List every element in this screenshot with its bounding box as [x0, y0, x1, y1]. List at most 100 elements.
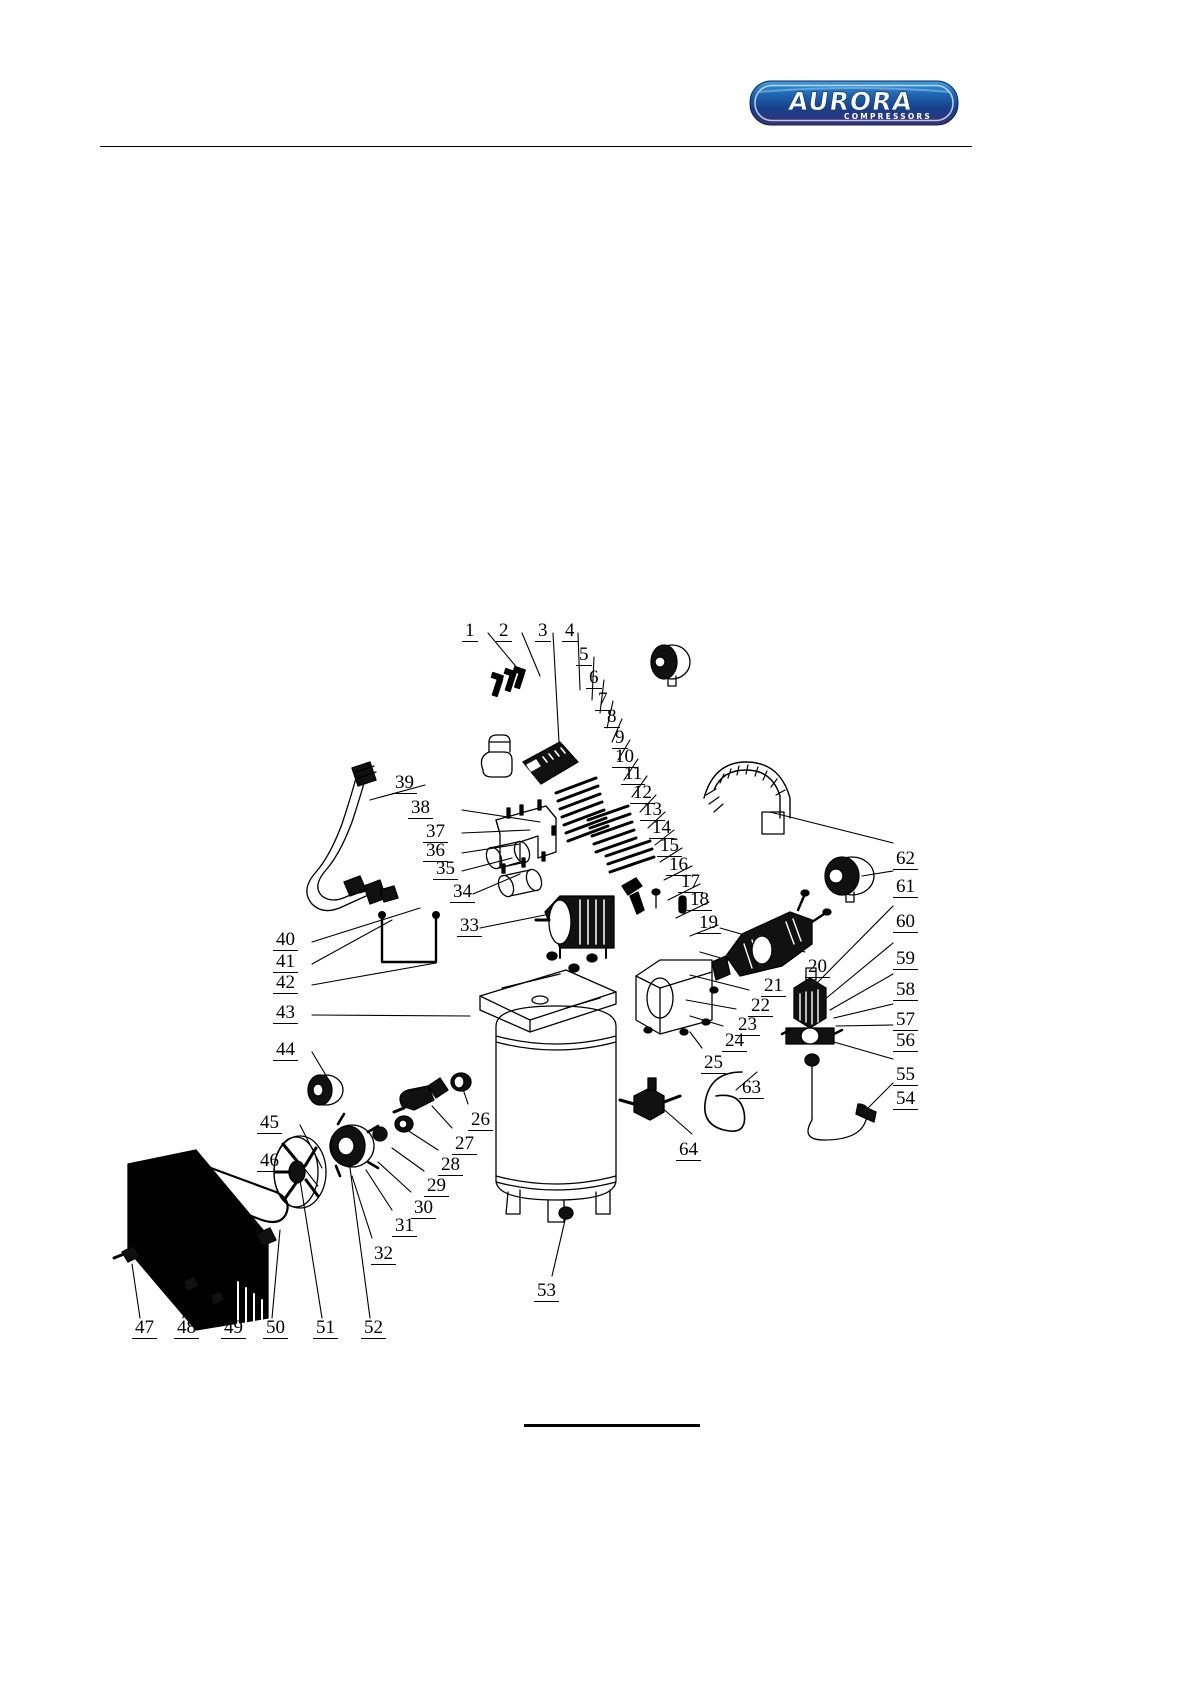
- callout-49: 49: [221, 1318, 246, 1339]
- callout-5: 5: [576, 645, 592, 666]
- callout-64: 64: [676, 1140, 701, 1161]
- callout-2: 2: [496, 621, 512, 642]
- part-elbow-fitting: [480, 734, 513, 778]
- callout-34: 34: [450, 882, 475, 903]
- part-ball-valve: [618, 1077, 682, 1121]
- part-coiled-hose: [704, 1071, 746, 1132]
- part-aftercooler: [127, 1149, 277, 1339]
- callout-35: 35: [433, 859, 458, 880]
- part-pump-body: [635, 959, 719, 1036]
- callout-47: 47: [132, 1318, 157, 1339]
- callout-9: 9: [612, 728, 628, 749]
- part-pressure-switch: [780, 967, 844, 1121]
- brand-wordmark: AURORA: [787, 87, 915, 116]
- callout-25: 25: [701, 1053, 726, 1074]
- part-pin-17: [651, 888, 661, 909]
- callout-3: 3: [535, 621, 551, 642]
- callout-17: 17: [678, 872, 703, 893]
- callout-38: 38: [408, 798, 433, 819]
- part-cooling-fins: [554, 776, 610, 843]
- part-washer-28: [394, 1115, 414, 1133]
- callout-53: 53: [534, 1281, 559, 1302]
- part-round-cover: [824, 856, 875, 903]
- callout-10: 10: [612, 747, 637, 768]
- callout-1: 1: [462, 621, 478, 642]
- callout-48: 48: [174, 1318, 199, 1339]
- part-bolt-group: [490, 665, 526, 698]
- callout-4: 4: [562, 621, 578, 642]
- part-cylinder-sleeve-a: [485, 840, 531, 870]
- part-crank-assembly: [711, 889, 832, 981]
- callout-39: 39: [392, 773, 417, 794]
- callout-23: 23: [735, 1015, 760, 1036]
- callout-42: 42: [273, 973, 298, 994]
- callout-28: 28: [438, 1155, 463, 1176]
- part-nut-29: [372, 1126, 388, 1142]
- callout-6: 6: [586, 668, 602, 689]
- part-small-fitting: [379, 885, 399, 903]
- callout-22: 22: [748, 996, 773, 1017]
- part-air-filter-top: [650, 644, 691, 687]
- callout-26: 26: [468, 1110, 493, 1131]
- callout-50: 50: [263, 1318, 288, 1339]
- part-tank-mounting-plate: [479, 969, 617, 1033]
- part-nut-26: [450, 1072, 472, 1092]
- part-flywheel-pulley: [273, 1135, 327, 1209]
- part-cooling-fins-second: [586, 804, 638, 854]
- callout-41: 41: [273, 952, 298, 973]
- callout-55: 55: [893, 1065, 918, 1086]
- callout-37: 37: [423, 822, 448, 843]
- callout-60: 60: [893, 912, 918, 933]
- part-cooling-fins-third: [604, 839, 656, 874]
- callout-7: 7: [595, 690, 611, 711]
- callout-27: 27: [452, 1134, 477, 1155]
- brand-subtitle-text: COMPRESSORS: [844, 112, 932, 121]
- callout-29: 29: [424, 1176, 449, 1197]
- callout-21: 21: [761, 976, 786, 997]
- callout-31: 31: [392, 1216, 417, 1237]
- part-pin-18: [678, 895, 687, 914]
- part-small-valve: [621, 877, 645, 915]
- callout-12: 12: [630, 783, 655, 804]
- callout-46: 46: [257, 1151, 282, 1172]
- callout-11: 11: [621, 764, 646, 785]
- callout-57: 57: [893, 1010, 918, 1031]
- callout-32: 32: [371, 1244, 396, 1265]
- part-u-bracket: [378, 911, 440, 964]
- callout-33: 33: [457, 916, 482, 937]
- callout-20: 20: [805, 957, 830, 978]
- callout-8: 8: [604, 707, 620, 728]
- header-divider: [100, 146, 972, 147]
- part-drain-valve: [558, 1206, 574, 1220]
- part-intake-elbow: [392, 1077, 449, 1114]
- callout-51: 51: [313, 1318, 338, 1339]
- callout-13: 13: [640, 800, 665, 821]
- part-cylinder-sleeve-b: [497, 868, 543, 898]
- part-gasket-plate: [495, 805, 557, 869]
- callout-52: 52: [361, 1318, 386, 1339]
- callout-61: 61: [893, 877, 918, 898]
- callout-19: 19: [696, 913, 721, 934]
- callout-58: 58: [893, 980, 918, 1001]
- callout-30: 30: [411, 1198, 436, 1219]
- part-electric-motor: [534, 895, 615, 973]
- callout-54: 54: [893, 1089, 918, 1110]
- callout-14: 14: [649, 818, 674, 839]
- callout-15: 15: [657, 836, 682, 857]
- part-flexible-hose: [703, 761, 791, 835]
- callout-59: 59: [893, 949, 918, 970]
- part-fastener-47: [112, 1245, 141, 1263]
- callout-16: 16: [666, 855, 691, 876]
- aurora-brand-logo: AURORA COMPRESSORS: [748, 78, 960, 130]
- part-filter-cap: [307, 1074, 344, 1106]
- callout-45: 45: [257, 1113, 282, 1134]
- part-power-cord: [807, 1103, 877, 1141]
- callout-40: 40: [273, 930, 298, 951]
- footer-divider: [524, 1424, 700, 1427]
- callout-44: 44: [273, 1040, 298, 1061]
- part-air-tank: [495, 1005, 617, 1223]
- callout-18: 18: [687, 890, 712, 911]
- callout-24: 24: [722, 1031, 747, 1052]
